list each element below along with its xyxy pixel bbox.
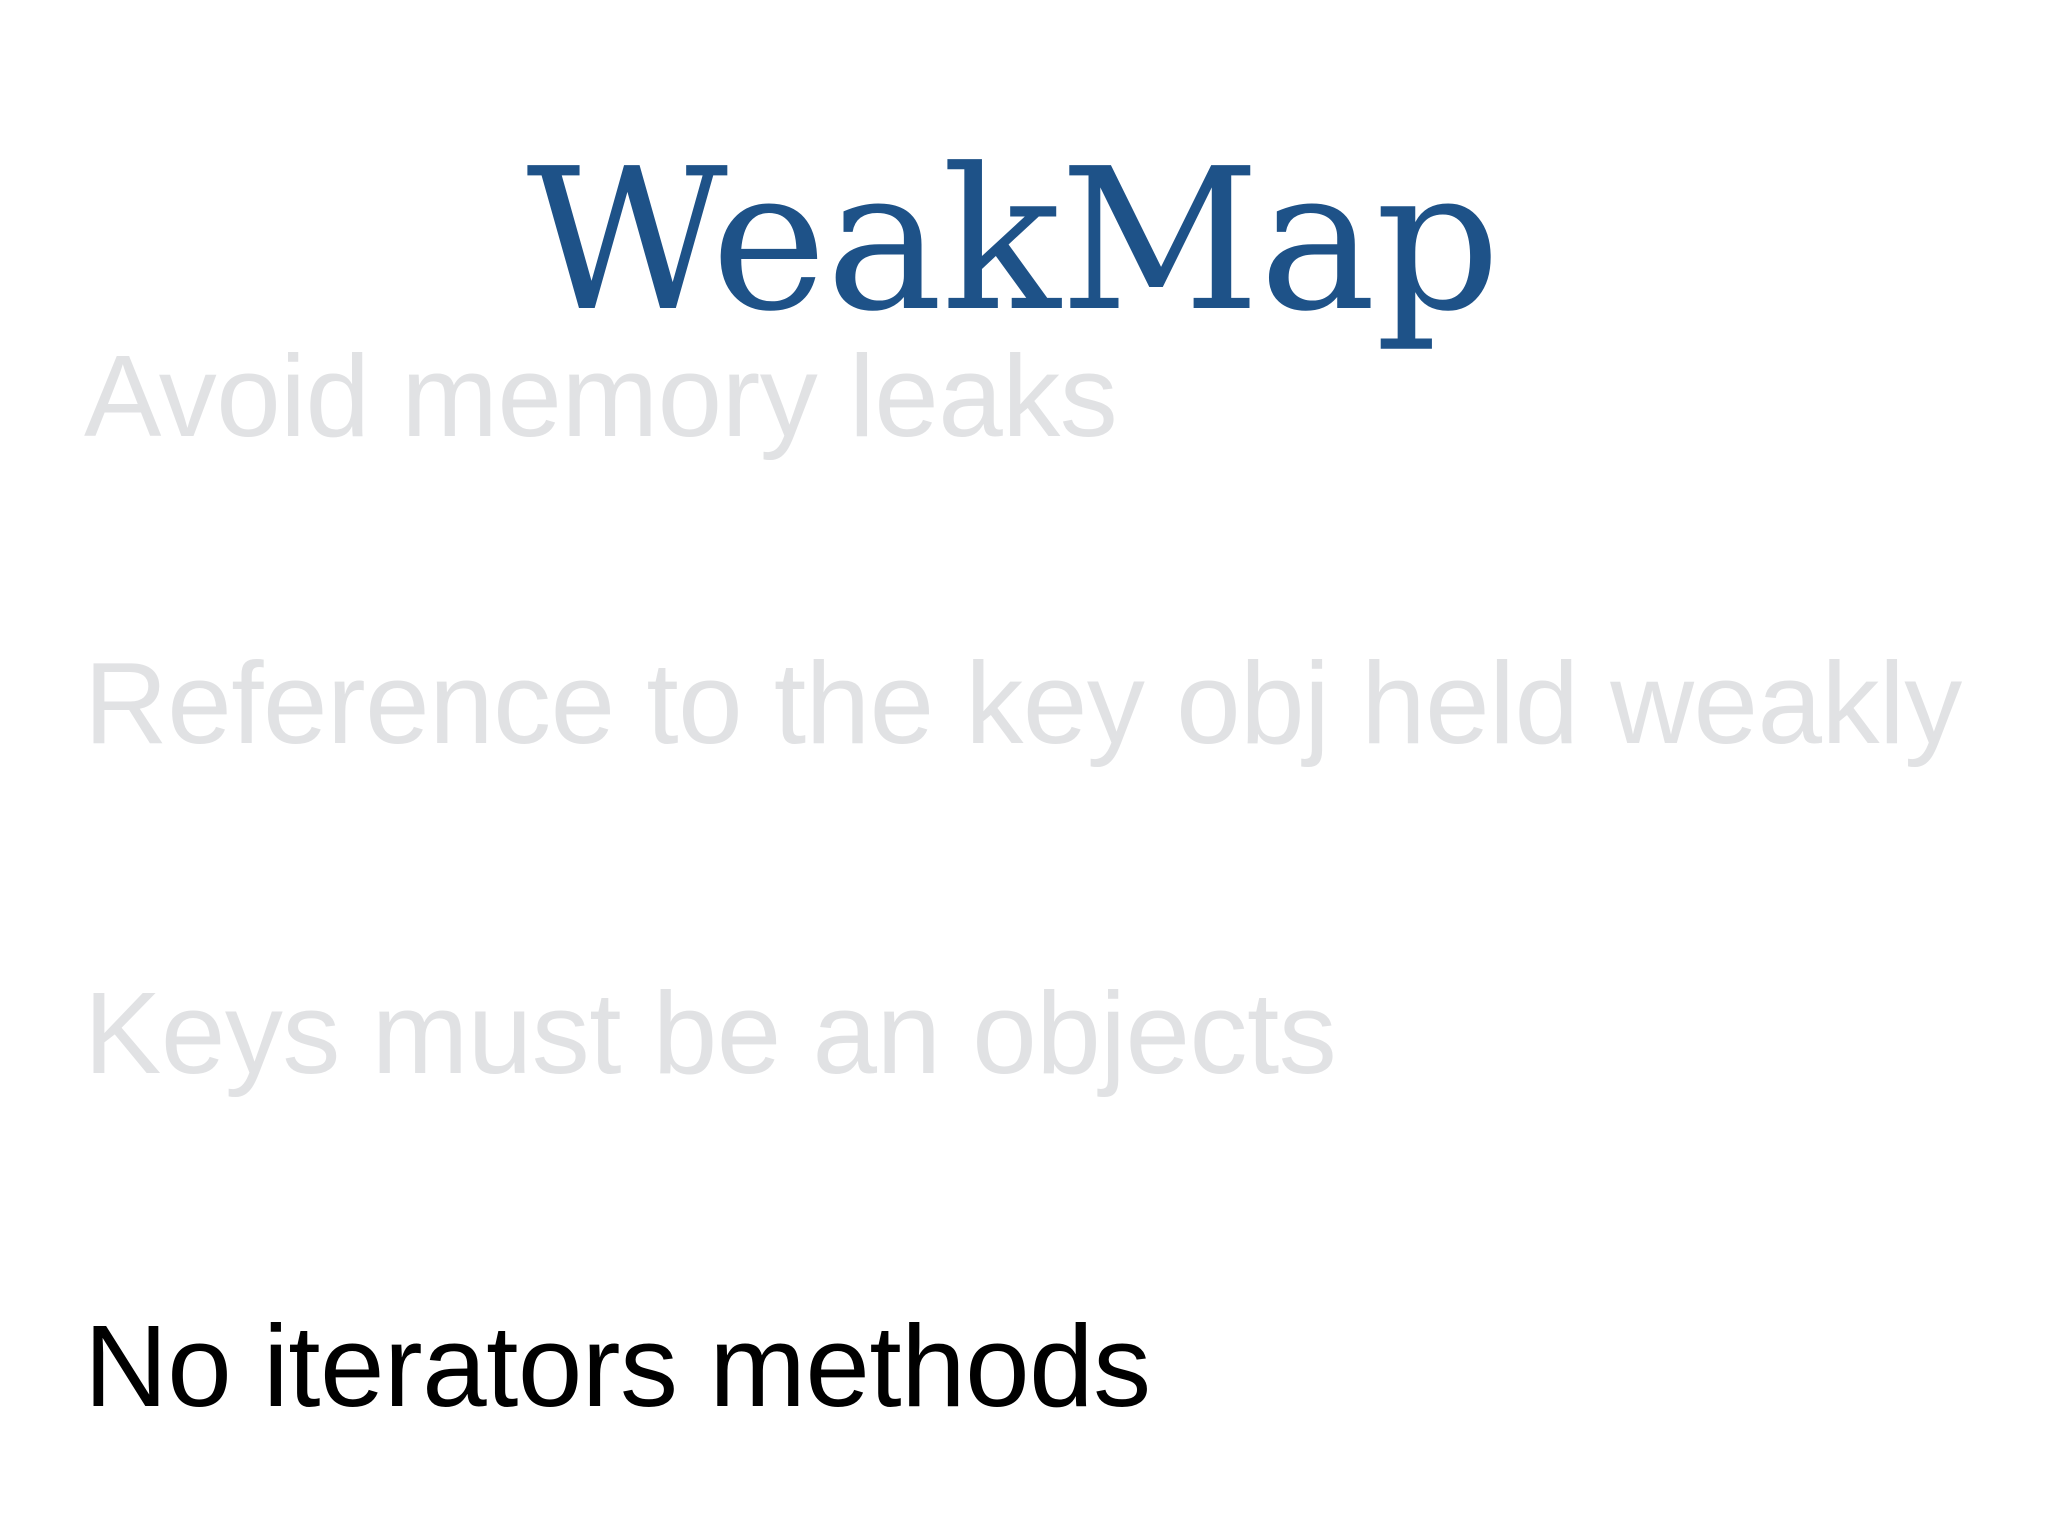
bullet-item-3: Keys must be an objects <box>84 968 1337 1098</box>
bullet-item-1: Avoid memory leaks <box>84 331 1118 461</box>
page-title: WeakMap <box>526 127 1500 355</box>
bullet-item-2: Reference to the key obj held weakly <box>84 638 1962 768</box>
bullet-item-4: No iterators methods <box>84 1301 1151 1431</box>
